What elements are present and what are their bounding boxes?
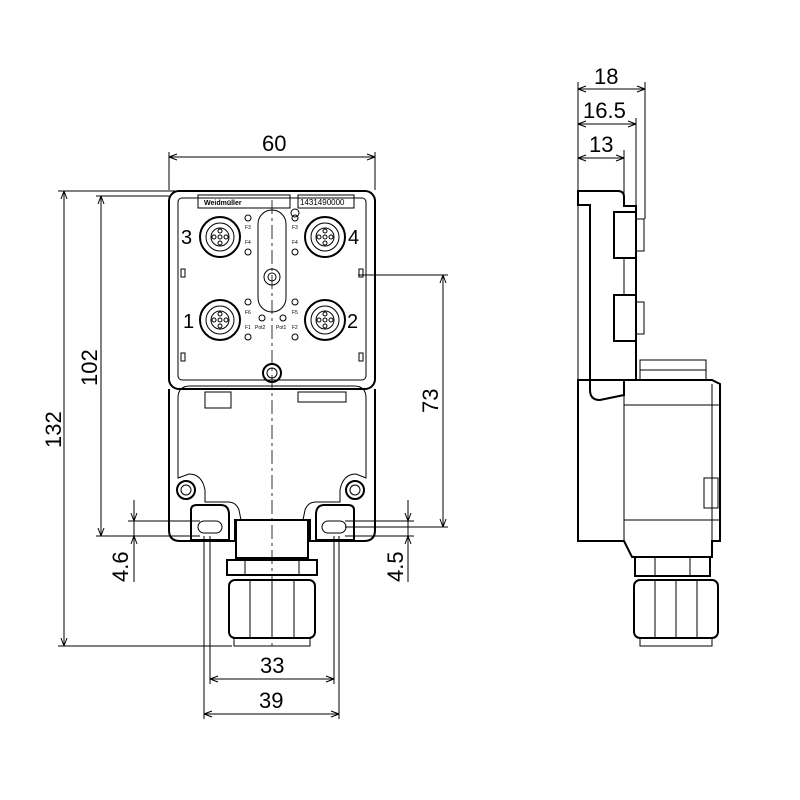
part-number-plate bbox=[297, 194, 355, 209]
label-f3-right: F3 bbox=[292, 225, 298, 231]
pot-1 bbox=[279, 314, 287, 322]
label-f5: F5 bbox=[292, 310, 298, 316]
led-f2 bbox=[291, 333, 299, 341]
led-f4-right bbox=[291, 248, 299, 256]
label-pot1: Pot1 bbox=[276, 325, 287, 331]
label-f4: F4 bbox=[245, 240, 251, 246]
led-f1 bbox=[244, 333, 252, 341]
side-lower-body bbox=[577, 379, 721, 558]
side-view bbox=[577, 190, 721, 647]
mounting-slot-left bbox=[197, 520, 223, 534]
label-f2: F2 bbox=[292, 325, 298, 331]
port-4 bbox=[304, 216, 346, 258]
port-3-number: 3 bbox=[181, 227, 192, 249]
mounting-ear-right bbox=[315, 504, 355, 541]
led-f4 bbox=[244, 248, 252, 256]
marker bbox=[358, 268, 364, 278]
ground-symbol bbox=[290, 208, 300, 218]
dim-60-text: 60 bbox=[262, 131, 286, 156]
led-f3 bbox=[244, 214, 252, 222]
cover-tab bbox=[297, 391, 347, 403]
cover-tab bbox=[204, 391, 232, 409]
corner-screw-left-inner bbox=[180, 484, 192, 496]
lower-cover bbox=[177, 385, 367, 521]
dim-73-text: 73 bbox=[418, 389, 443, 413]
port-1 bbox=[199, 299, 241, 341]
dim-132-text: 132 bbox=[41, 411, 66, 448]
side-gland-nut bbox=[634, 556, 711, 577]
part-number-text: 1431490000 bbox=[300, 198, 345, 207]
brand-text: Weidmüller bbox=[204, 200, 242, 207]
dim-4-6-text: 4.6 bbox=[108, 551, 133, 582]
port-4-number: 4 bbox=[348, 227, 359, 249]
front-view: Weidmüller 1431490000 3 4 1 2 bbox=[168, 190, 376, 650]
marker bbox=[180, 268, 186, 278]
dim-102-text: 102 bbox=[77, 349, 102, 386]
dim-4-5-text: 4.5 bbox=[383, 551, 408, 582]
label-f6: F6 bbox=[245, 310, 251, 316]
port-3 bbox=[199, 216, 241, 258]
dim-16-5-text: 16.5 bbox=[583, 98, 626, 123]
side-connector-top bbox=[613, 211, 637, 259]
side-clip bbox=[703, 477, 719, 509]
corner-screw-right-inner bbox=[349, 484, 361, 496]
corner-screw-left bbox=[176, 480, 196, 500]
side-dimension-lines: 18 16.5 13 bbox=[577, 64, 646, 219]
mounting-slot-right bbox=[321, 520, 347, 534]
corner-screw-right bbox=[345, 480, 365, 500]
marker bbox=[358, 352, 364, 362]
dimension-lines: 60 132 102 73 4.6 4.5 bbox=[41, 131, 448, 719]
label-f1: F1 bbox=[245, 325, 251, 331]
label-f4-right: F4 bbox=[292, 240, 298, 246]
dim-39-text: 39 bbox=[259, 688, 283, 713]
dim-18-text: 18 bbox=[594, 64, 618, 89]
led-f3-right bbox=[291, 214, 299, 222]
dim-33-text: 33 bbox=[260, 653, 284, 678]
port-2-number: 2 bbox=[347, 311, 358, 333]
brand-plate bbox=[197, 194, 291, 209]
port-1-number: 1 bbox=[183, 311, 194, 333]
dim-13-text: 13 bbox=[589, 132, 613, 157]
mounting-ear-left bbox=[190, 504, 230, 541]
label-pot2: Pot2 bbox=[255, 325, 266, 331]
side-gland-seal bbox=[639, 637, 713, 647]
marker bbox=[180, 352, 186, 362]
label-f3: F3 bbox=[245, 225, 251, 231]
port-2 bbox=[304, 299, 346, 341]
led-f5 bbox=[291, 298, 299, 306]
pot-2 bbox=[258, 314, 266, 322]
gland-nut bbox=[226, 559, 318, 576]
led-f6 bbox=[244, 298, 252, 306]
side-connector-bottom bbox=[613, 294, 637, 342]
